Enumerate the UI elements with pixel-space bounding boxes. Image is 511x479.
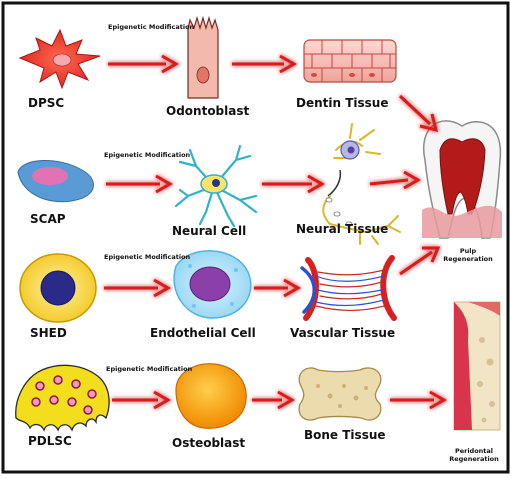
osteoblast-icon xyxy=(176,364,246,429)
source-label-shed: SHED xyxy=(30,326,67,340)
intermediate-label-odontoblast: Odontoblast xyxy=(166,104,249,118)
tissue-label-vascular: Vascular Tissue xyxy=(290,326,395,340)
bone-tissue-icon xyxy=(299,368,381,420)
epigenetic-label-row1: Epigenetic Modification xyxy=(108,24,170,32)
source-label-dpsc: DPSC xyxy=(28,96,64,110)
shed-cell-icon xyxy=(20,254,96,322)
epigenetic-label-row2: Epigenetic Modification xyxy=(104,152,166,160)
epigenetic-label-row3: Epigenetic Modification xyxy=(104,254,166,262)
intermediate-label-neural-cell: Neural Cell xyxy=(172,224,246,238)
epigenetic-label-row4: Epigenetic Modification xyxy=(106,366,168,374)
tissue-label-bone: Bone Tissue xyxy=(304,428,386,442)
tooth-icon xyxy=(422,121,502,238)
periodontal-icon xyxy=(454,302,500,430)
tissue-label-dentin: Dentin Tissue xyxy=(296,96,388,110)
tissue-label-neural: Neural Tissue xyxy=(296,222,388,236)
intermediate-label-osteoblast: Osteoblast xyxy=(172,436,245,450)
intermediate-label-endothelial: Endothelial Cell xyxy=(150,326,256,340)
outcome-label-periodontal: Peridontal Regeneration xyxy=(444,448,504,463)
source-label-scap: SCAP xyxy=(30,212,66,226)
dentin-tissue-icon xyxy=(304,40,396,82)
source-label-pdlsc: PDLSC xyxy=(28,434,72,448)
outcome-label-pulp: Pulp Regeneration xyxy=(440,248,496,263)
